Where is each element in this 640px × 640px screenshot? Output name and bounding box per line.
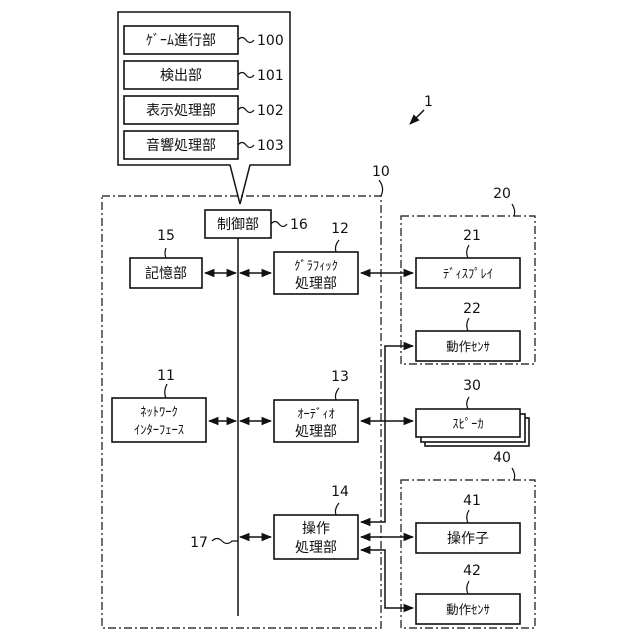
leader-21 <box>467 245 469 258</box>
network-label-line2: ｲﾝﾀｰﾌｪｰｽ <box>134 422 184 437</box>
network-label-line1: ﾈｯﾄﾜｰｸ <box>140 404 178 419</box>
operator-ref: 41 <box>463 493 481 509</box>
storage-label: 記憶部 <box>145 265 187 282</box>
leader-13 <box>335 388 339 400</box>
display-ref: 21 <box>463 228 481 244</box>
display-label: ﾃﾞｨｽﾌﾟﾚｲ <box>443 266 493 281</box>
leader-20 <box>512 204 515 216</box>
graphics-ref: 12 <box>331 221 349 237</box>
leader-30 <box>467 397 469 409</box>
leader-12 <box>335 240 339 252</box>
ref-102: 102 <box>257 103 284 119</box>
graphics-label-line2: 処理部 <box>295 276 337 292</box>
control-ref: 16 <box>290 217 308 233</box>
operation-label-line1: 操作 <box>302 521 330 537</box>
control-label: 制御部 <box>217 217 259 233</box>
motion-sensor-label-display: 動作ｾﾝｻ <box>446 339 490 354</box>
storage-ref: 15 <box>157 228 175 244</box>
audio-ref: 13 <box>331 369 349 385</box>
operator-label: 操作子 <box>447 531 489 547</box>
system-ref-arrow <box>410 110 424 124</box>
leader-41 <box>467 510 469 523</box>
leader-14 <box>335 503 339 515</box>
operation-controller-sensor-link <box>361 550 413 608</box>
leader-11 <box>165 384 167 398</box>
operation-label-line2: 処理部 <box>295 540 337 556</box>
leader-10 <box>379 180 383 196</box>
module-label-detection: 検出部 <box>160 68 202 84</box>
module-label-display-processing: 表示処理部 <box>146 103 216 119</box>
leader-42 <box>467 581 469 594</box>
ref-101: 101 <box>257 68 284 84</box>
leader-15 <box>165 248 166 258</box>
leader-17 <box>212 539 238 544</box>
software-module-callout: ｹﾞｰﾑ進行部 100 検出部 101 表示処理部 102 音響処理部 103 <box>118 12 290 204</box>
operation-display-sensor-link <box>361 346 413 522</box>
audio-label-line2: 処理部 <box>295 424 337 440</box>
leader-40 <box>512 468 515 480</box>
controller-unit-ref: 40 <box>493 450 511 466</box>
speaker-ref: 30 <box>463 378 481 394</box>
ref-103: 103 <box>257 138 284 154</box>
motion-sensor-label-controller: 動作ｾﾝｻ <box>446 602 490 617</box>
audio-label-line1: ｵｰﾃﾞｨｵ <box>297 406 335 421</box>
network-ref: 11 <box>157 368 175 384</box>
ref-100: 100 <box>257 33 284 49</box>
bus-ref: 17 <box>190 535 208 551</box>
leader-22 <box>467 318 469 331</box>
system-ref-number: 1 <box>424 94 433 110</box>
display-unit-ref: 20 <box>493 186 511 202</box>
operation-ref: 14 <box>331 484 349 500</box>
module-label-sound-processing: 音響処理部 <box>146 137 216 154</box>
main-unit-ref: 10 <box>372 164 390 180</box>
motion-sensor-ref-display: 22 <box>463 301 481 317</box>
graphics-label-line1: ｸﾞﾗﾌｨｯｸ <box>294 258 338 273</box>
speaker-label: ｽﾋﾟｰｶ <box>452 416 483 431</box>
motion-sensor-ref-controller: 42 <box>463 563 481 579</box>
module-label-game-progress: ｹﾞｰﾑ進行部 <box>146 33 216 49</box>
leader-16 <box>271 222 287 227</box>
